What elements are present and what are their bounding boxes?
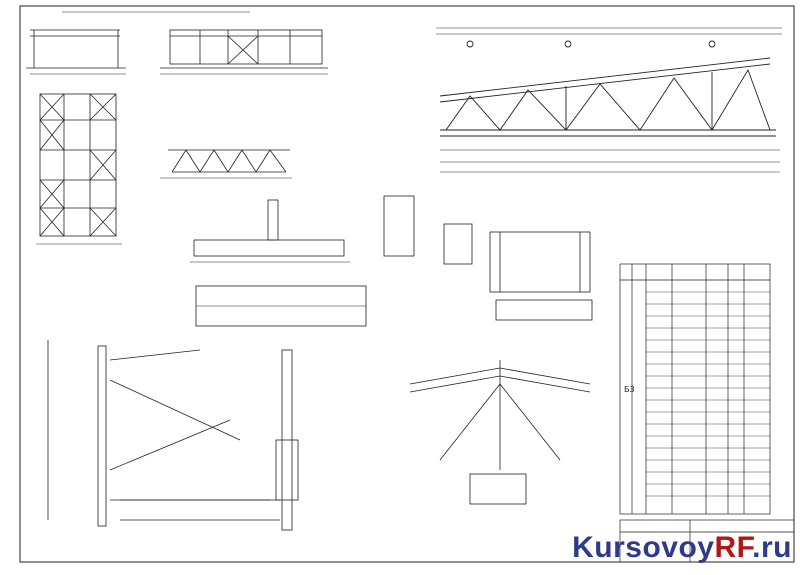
watermark-right: RF: [714, 531, 753, 564]
outer-frame: [19, 5, 795, 563]
support-node: [47, 340, 280, 527]
frame-schematic-1: [26, 11, 250, 75]
watermark-logo: KursovoyRF.ru: [572, 531, 792, 565]
spec-table: [619, 263, 771, 515]
node-details: [383, 195, 593, 321]
watermark-left: Kursovoy: [572, 531, 715, 564]
table-group-label: Б3: [624, 385, 635, 394]
ridge-node: [409, 360, 591, 505]
small-truss: [160, 149, 292, 179]
beam-node-elevation: [190, 199, 367, 327]
main-truss: [436, 27, 782, 173]
column-node: [275, 349, 299, 531]
frame-schematic-2: [160, 29, 328, 75]
watermark-suffix: .ru: [752, 531, 792, 564]
plan-grid: [36, 93, 122, 245]
title-block: [619, 519, 795, 563]
